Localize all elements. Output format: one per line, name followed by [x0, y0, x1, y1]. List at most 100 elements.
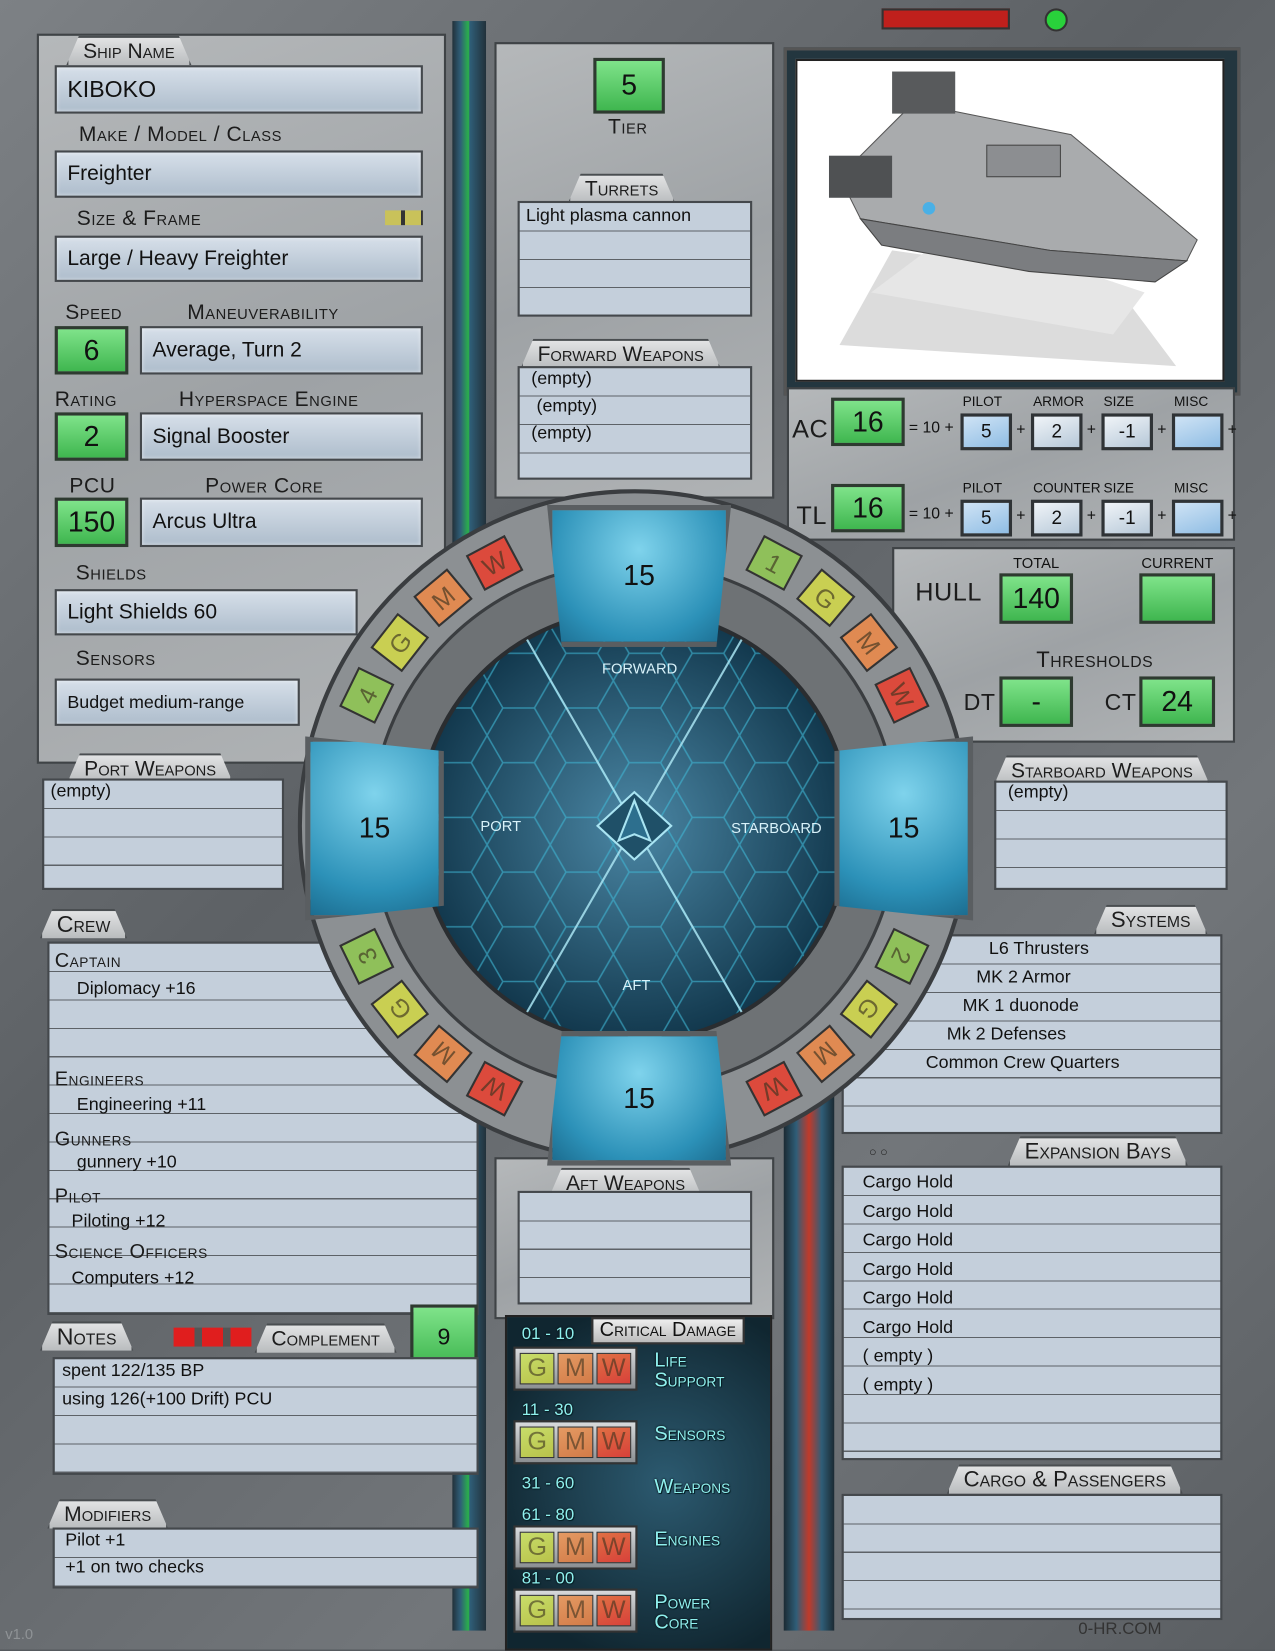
notes-indicator-squares: [173, 1327, 252, 1347]
ring-marker-m[interactable]: M: [795, 1024, 856, 1084]
crit-system-name: Power Core: [654, 1591, 711, 1634]
starboard-shield-value[interactable]: 15: [834, 736, 974, 921]
power-core-label: Power Core: [205, 474, 324, 498]
expansion-bay-item: ( empty ): [862, 1374, 934, 1395]
crit-range: 11 - 30: [521, 1401, 573, 1420]
turrets-list[interactable]: [517, 200, 753, 317]
system-item: MK 1 duonode: [962, 995, 1079, 1016]
tl-counter-value[interactable]: 2: [1030, 499, 1083, 537]
shields-field[interactable]: Light Shields 60: [54, 589, 358, 636]
critical-damage-label: Critical Damage: [591, 1317, 745, 1345]
turrets-label: Turrets: [568, 174, 675, 203]
crit-box-g[interactable]: G: [519, 1426, 555, 1459]
speed-value[interactable]: 6: [54, 326, 129, 375]
size-frame-field[interactable]: Large / Heavy Freighter: [54, 235, 423, 282]
tl-value[interactable]: 16: [831, 483, 905, 533]
crew-skill: Engineering +11: [76, 1094, 207, 1115]
ring-marker-m[interactable]: M: [839, 612, 899, 673]
maneuverability-label: Maneuverability: [187, 300, 339, 325]
rating-value[interactable]: 2: [54, 412, 129, 461]
ac-size-label: SIZE: [1103, 393, 1134, 410]
ac-value[interactable]: 16: [831, 397, 905, 447]
pcu-value[interactable]: 150: [54, 497, 129, 548]
ct-value[interactable]: 24: [1139, 676, 1216, 727]
starboard-weapons-list[interactable]: [994, 780, 1228, 890]
crew-skill: gunnery +10: [76, 1151, 177, 1172]
sensors-field[interactable]: Budget medium-range: [54, 678, 300, 726]
tl-pilot-label: PILOT: [962, 479, 1003, 496]
tl-label: TL: [796, 501, 827, 531]
cargo-list[interactable]: [841, 1493, 1223, 1621]
note-item: spent 122/135 BP: [62, 1360, 205, 1381]
tl-size-value[interactable]: -1: [1101, 499, 1153, 537]
make-model-field[interactable]: Freighter: [54, 150, 423, 198]
ring-marker-w[interactable]: W: [465, 534, 524, 591]
modifiers-list[interactable]: [52, 1527, 479, 1589]
expansion-bay-item: ( empty ): [862, 1345, 934, 1366]
power-core-field[interactable]: Arcus Ultra: [139, 497, 423, 548]
ring-marker-number[interactable]: 2: [874, 927, 930, 985]
ship-name-field[interactable]: KIBOKO: [54, 65, 423, 114]
ring-marker-g[interactable]: G: [370, 612, 430, 673]
crit-box-w[interactable]: W: [596, 1531, 632, 1564]
hull-current-value[interactable]: [1139, 573, 1216, 624]
ac-armor-value[interactable]: 2: [1030, 413, 1083, 451]
ring-marker-m[interactable]: M: [413, 1024, 473, 1084]
version-label: v1.0: [5, 1625, 34, 1643]
crit-box-w[interactable]: W: [596, 1426, 632, 1459]
crit-box-g[interactable]: G: [519, 1352, 555, 1385]
ac-misc-value[interactable]: [1171, 413, 1224, 451]
crit-box-m[interactable]: M: [557, 1426, 593, 1459]
crew-skill: Diplomacy +16: [76, 978, 196, 999]
ring-marker-number[interactable]: 3: [339, 927, 395, 985]
crit-box-m[interactable]: M: [557, 1352, 593, 1385]
crit-box-m[interactable]: M: [557, 1594, 593, 1627]
port-shield-value[interactable]: 15: [305, 736, 444, 921]
tl-pilot-value[interactable]: 5: [960, 499, 1013, 537]
crit-box-w[interactable]: W: [596, 1352, 632, 1385]
ring-marker-w[interactable]: W: [874, 666, 930, 724]
aft-shield-value[interactable]: 15: [547, 1030, 732, 1166]
tl-misc-value[interactable]: [1171, 499, 1224, 537]
system-item: Common Crew Quarters: [925, 1052, 1120, 1072]
ring-marker-w[interactable]: W: [465, 1060, 524, 1117]
notes-list[interactable]: [52, 1357, 479, 1475]
plus-sign: +: [1157, 420, 1167, 439]
crit-box-w[interactable]: W: [596, 1594, 632, 1627]
tier-value[interactable]: 5: [593, 57, 665, 114]
notes-label: Notes: [40, 1321, 133, 1350]
ac-pilot-value[interactable]: 5: [960, 413, 1013, 451]
crit-box-g[interactable]: G: [519, 1531, 555, 1564]
ring-marker-g[interactable]: G: [839, 979, 899, 1039]
ship-image-frame: [783, 47, 1241, 396]
ring-marker-g[interactable]: G: [370, 979, 430, 1039]
forward-shield-value[interactable]: 15: [547, 504, 732, 647]
crit-range: 61 - 80: [521, 1506, 575, 1525]
plus-sign: +: [1157, 507, 1167, 525]
crit-box-g[interactable]: G: [519, 1594, 555, 1627]
hyperspace-field[interactable]: Signal Booster: [139, 412, 423, 461]
aft-weapons-list[interactable]: [517, 1190, 753, 1305]
crit-box-m[interactable]: M: [557, 1531, 593, 1564]
ring-marker-number[interactable]: 1: [745, 534, 804, 591]
ac-size-value[interactable]: -1: [1101, 413, 1153, 451]
maneuverability-field[interactable]: Average, Turn 2: [139, 326, 423, 375]
ring-marker-g[interactable]: G: [795, 568, 856, 628]
plus-sign: +: [1086, 420, 1096, 439]
dt-value[interactable]: -: [999, 676, 1074, 727]
ring-marker-m[interactable]: M: [413, 568, 473, 628]
expansion-bays-list[interactable]: [841, 1165, 1223, 1461]
port-arc-label: PORT: [480, 819, 521, 835]
port-weapons-list[interactable]: [42, 778, 285, 890]
modifier-item: +1 on two checks: [65, 1556, 204, 1577]
ring-marker-w[interactable]: W: [745, 1060, 804, 1117]
modifiers-label: Modifiers: [47, 1499, 168, 1528]
hull-total-value[interactable]: 140: [999, 573, 1074, 624]
status-light-red: [881, 8, 1010, 30]
status-light-green: [1044, 8, 1068, 32]
forward-weapons-list[interactable]: [517, 366, 753, 480]
hull-current-label: CURRENT: [1141, 554, 1214, 572]
pcu-label: PCU: [69, 474, 116, 498]
sensors-label: Sensors: [75, 646, 156, 671]
ring-marker-number[interactable]: 4: [339, 666, 395, 724]
